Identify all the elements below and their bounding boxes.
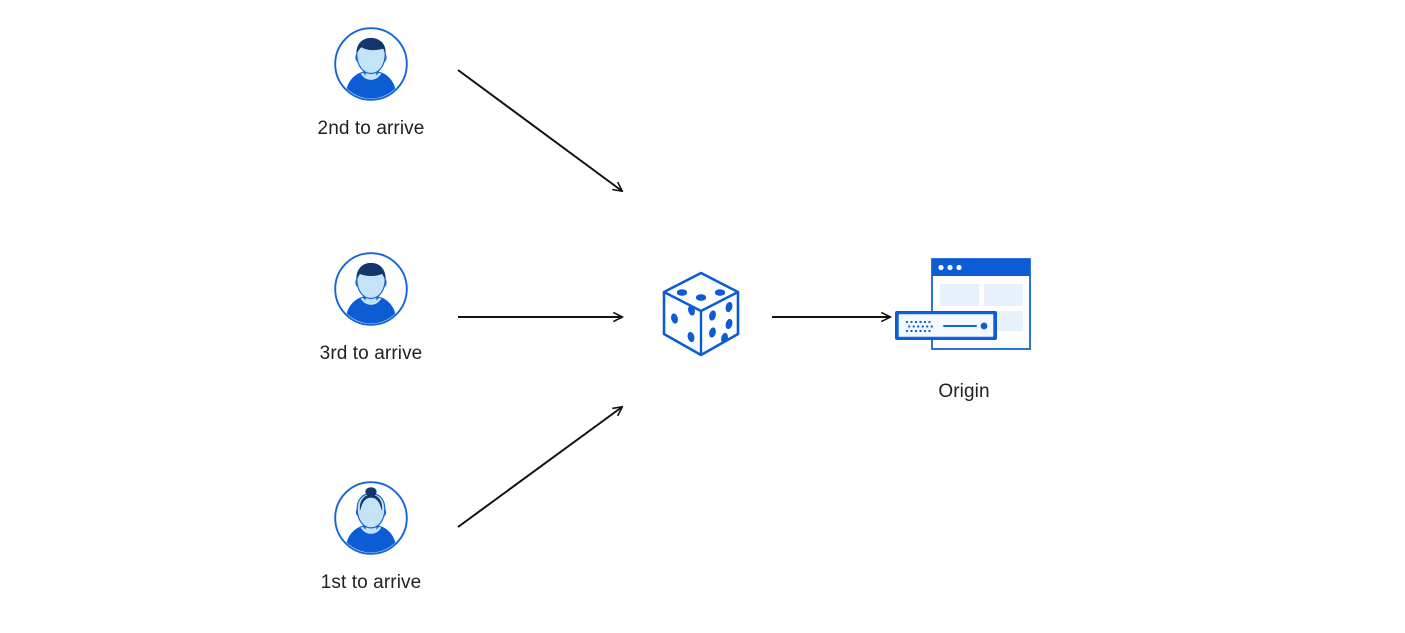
node-label-origin: Origin [938,381,990,402]
node-label-client-2nd: 2nd to arrive [317,118,425,139]
node-label-client-3rd: 3rd to arrive [319,343,423,364]
user-avatar-icon [333,251,409,332]
dice-icon [646,263,756,368]
arrow-2nd-to-dice [457,69,622,191]
node-label-client-1st: 1st to arrive [320,572,422,593]
node-randomizer[interactable] [646,263,756,378]
origin-server-icon [874,255,1054,370]
node-client-2nd[interactable]: 2nd to arrive [301,26,441,141]
node-client-3rd[interactable]: 3rd to arrive [301,251,441,366]
user-avatar-icon [333,480,409,561]
node-client-1st[interactable]: 1st to arrive [301,480,441,595]
node-origin[interactable]: Origin [874,255,1054,404]
arrow-1st-to-dice [457,407,622,528]
server-device-icon [895,311,997,340]
user-avatar-icon [333,26,409,107]
